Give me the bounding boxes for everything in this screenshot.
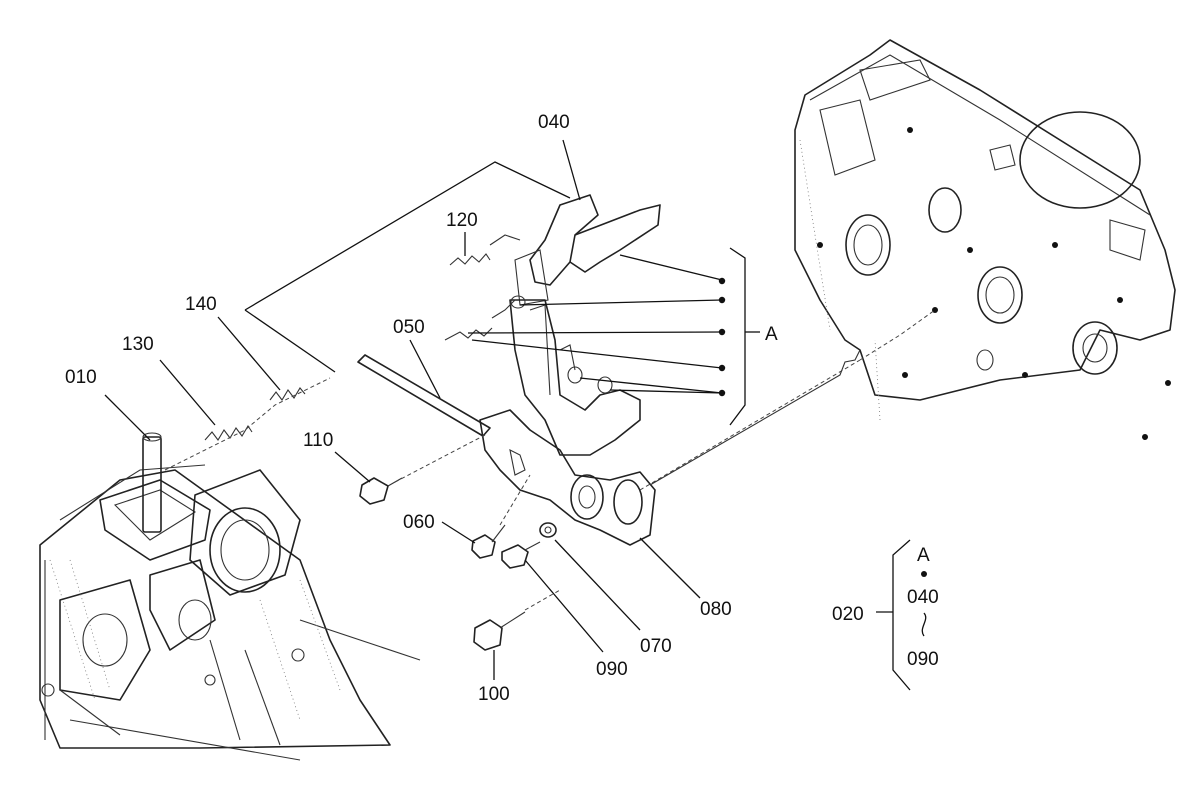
part-label-110: 110 [303,430,333,451]
group-a-dot [718,328,726,336]
part-label-140: 140 [185,294,217,315]
part-label-010: 010 [65,367,97,388]
group-a-dot [718,277,726,285]
part-label-130: 130 [122,334,154,355]
legend-dot [921,571,927,577]
legend-range-start: 040 [907,587,939,608]
part-labels: 010 130 140 120 040 050 110 060 090 070 … [65,112,778,705]
governor-lever-assembly [164,194,936,651]
group-a-dots [718,277,927,577]
group-a-dot [718,389,726,397]
legend-group-marker: A [917,545,930,566]
legend-assembly-number: 020 [832,604,864,625]
part-label-050: 050 [393,317,425,338]
part-label-120: 120 [446,210,478,231]
part-label-040: 040 [538,112,570,133]
engine-block-right [794,39,1176,440]
group-marker-a: A [765,324,778,345]
part-label-100: 100 [478,684,510,705]
group-a-dot [718,296,726,304]
assembly-legend: 020 A 040 090 [832,545,939,670]
group-a-dot [718,364,726,372]
part-label-070: 070 [640,636,672,657]
part-label-080: 080 [700,599,732,620]
engine-block-left [39,432,421,761]
legend-range-end: 090 [907,649,939,670]
leader-lines [104,139,927,691]
part-label-090: 090 [596,659,628,680]
part-label-060: 060 [403,512,435,533]
